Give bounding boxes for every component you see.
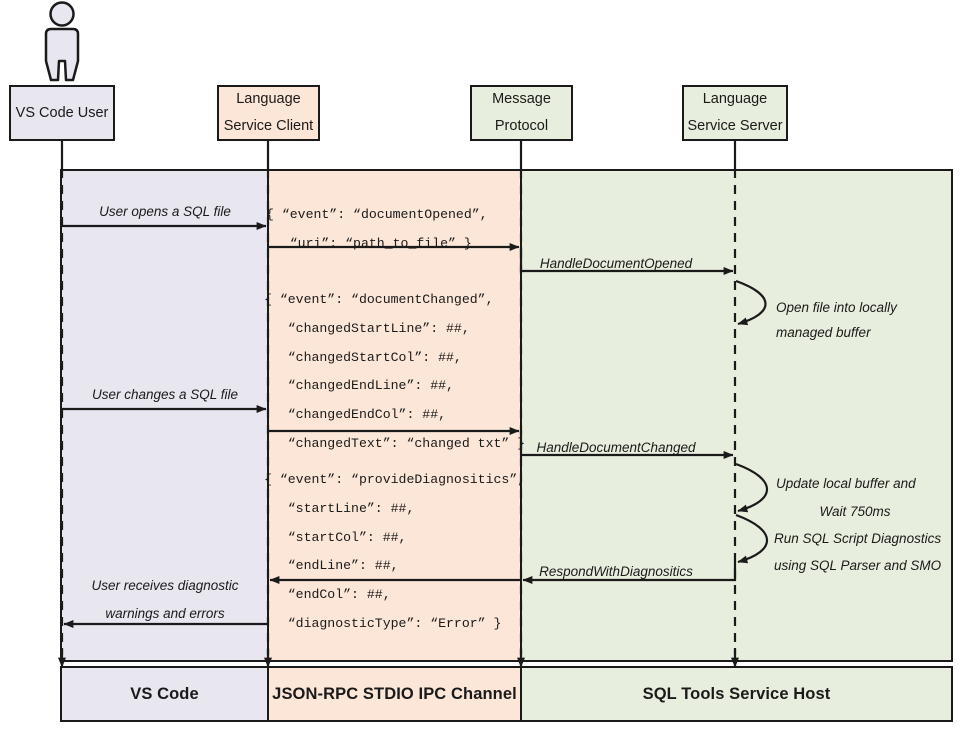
participant-vs-code-user: VS Code User [9, 85, 115, 141]
selfcall-label-update-buffer-line2: Wait 750ms [819, 504, 891, 519]
selfcall-label-open-file-line2: managed buffer [776, 325, 871, 340]
participant-message-protocol: Message Protocol [470, 85, 573, 141]
label-respond-with-diagnositics: RespondWithDiagnositics [539, 564, 693, 579]
label-handle-document-opened: HandleDocumentOpened [539, 256, 693, 271]
selfcall-update-buffer-wait [735, 462, 768, 513]
participant-label-line1: Language [236, 91, 301, 108]
payload-provide-diagnositics: { “event”: “provideDiagnositics”, “start… [264, 472, 526, 631]
selfcall-label-update-buffer-line1: Update local buffer and [776, 476, 916, 491]
participant-label-line1: VS Code User [15, 104, 109, 121]
payload-document-opened: { “event”: “documentOpened”, “uri”: “pat… [266, 207, 488, 251]
label-user-receives-line1: User receives diagnostic [91, 578, 239, 593]
participant-language-service-server: Language Service Server [682, 85, 788, 141]
footer-service-host: SQL Tools Service Host [520, 666, 953, 722]
footer-label: VS Code [130, 684, 199, 703]
footer-label: JSON-RPC STDIO IPC Channel [272, 684, 517, 703]
label-user-receives-line2: warnings and errors [105, 606, 225, 621]
participant-label-line2: Protocol [494, 118, 549, 134]
selfcall-label-run-diagnostics-line1: Run SQL Script Diagnostics [774, 531, 942, 546]
band-vs-code [60, 169, 269, 662]
arrow-respond-with-diagnositics [522, 562, 737, 584]
selfcall-run-diagnostics [735, 513, 768, 564]
label-user-opens: User opens a SQL file [99, 204, 231, 219]
selfcall-label-open-file-line1: Open file into locally [776, 300, 897, 315]
label-user-changes: User changes a SQL file [91, 387, 239, 402]
footer-label: SQL Tools Service Host [642, 684, 831, 703]
footer-ipc-channel: JSON-RPC STDIO IPC Channel [267, 666, 522, 722]
actor-icon [44, 1, 80, 82]
arrow-handle-document-changed [519, 431, 734, 459]
payload-document-changed: { “event”: “documentChanged”, “changedSt… [264, 292, 526, 451]
footer-vs-code: VS Code [60, 666, 269, 722]
participant-language-service-client: Language Service Client [217, 85, 320, 141]
participant-label-line1: Message [492, 91, 551, 108]
participant-label-line2: Service Client [223, 118, 314, 134]
selfcall-open-file-buffer [735, 279, 767, 326]
label-handle-document-changed: HandleDocumentChanged [536, 440, 696, 455]
participant-label-line1: Language [702, 91, 768, 108]
arrow-handle-document-opened [519, 247, 734, 275]
participant-label-line2: Service Server [687, 118, 783, 134]
selfcall-label-run-diagnostics-line2: using SQL Parser and SMO [774, 558, 942, 573]
